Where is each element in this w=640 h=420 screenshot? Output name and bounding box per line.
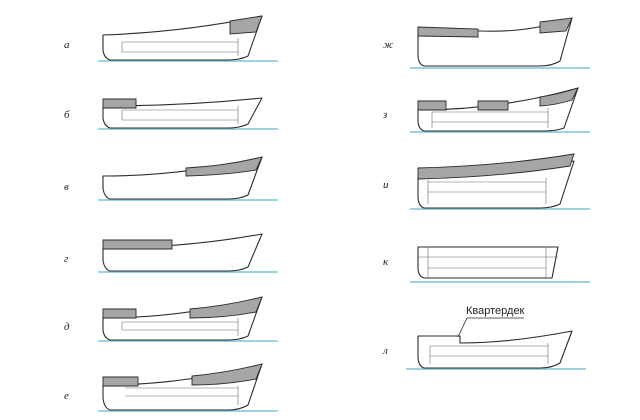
label-k: к	[383, 256, 389, 268]
hull-variant-z: з	[382, 87, 590, 133]
inner-lines	[121, 318, 239, 336]
quarterdeck-callout: Квартердек	[466, 305, 525, 317]
inner-lines	[121, 38, 239, 56]
hull-variant-i: и	[383, 153, 590, 210]
forecastle	[539, 17, 573, 34]
label-z: з	[382, 109, 387, 121]
inner-lines	[125, 386, 239, 405]
continuous-superstructure	[417, 153, 575, 180]
hull	[417, 330, 573, 369]
hull	[417, 17, 573, 67]
callout-leader	[457, 317, 524, 338]
hull-variant-a: а	[64, 15, 278, 62]
label-l: л	[382, 345, 388, 357]
hull-variant-k: к	[383, 246, 590, 283]
label-zh: ж	[383, 39, 394, 51]
inner-lines	[431, 108, 549, 128]
hull	[102, 97, 263, 129]
quarterdeck	[417, 26, 479, 38]
hull	[417, 246, 559, 279]
forecastle	[539, 87, 579, 107]
label-i: и	[383, 179, 389, 191]
forecastle	[185, 156, 263, 177]
inner-lines	[427, 178, 547, 204]
inner-lines	[121, 106, 239, 124]
hull-variant-g: г	[64, 233, 278, 273]
forecastle	[189, 296, 263, 319]
inner-lines	[429, 343, 549, 364]
bridge-deck	[477, 100, 509, 111]
label-g: г	[64, 253, 69, 265]
inner-lines	[418, 247, 558, 278]
hull-variant-v: в	[64, 156, 278, 201]
hull-variant-d: д	[64, 296, 278, 342]
hull-variant-e: е	[64, 363, 278, 412]
hull	[102, 15, 263, 61]
quarterdeck	[102, 376, 139, 387]
label-e: е	[64, 390, 69, 402]
forecastle	[229, 15, 263, 35]
quarterdeck	[102, 308, 137, 319]
quarterdeck	[417, 100, 447, 111]
label-b: б	[64, 109, 70, 121]
raised-quarterdeck	[102, 239, 173, 250]
label-d: д	[64, 321, 70, 333]
quarterdeck	[102, 98, 137, 109]
forecastle	[191, 363, 263, 386]
label-a: а	[64, 39, 70, 51]
label-v: в	[64, 181, 69, 193]
hull-variant-l: Квартердек л	[382, 305, 586, 370]
hull-variant-zh: ж	[383, 17, 590, 69]
hull-variant-b: б	[64, 97, 278, 130]
